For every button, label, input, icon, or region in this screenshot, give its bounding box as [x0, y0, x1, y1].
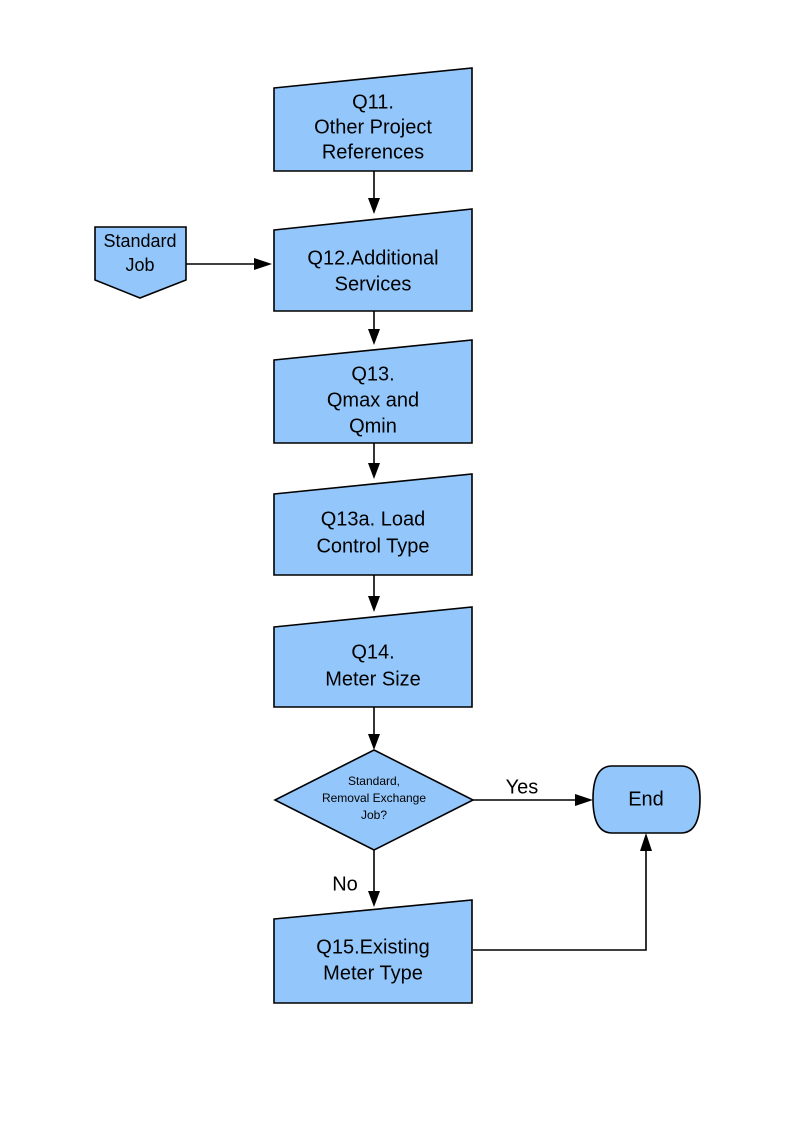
arrow-head-icon: [368, 198, 380, 214]
arrow-head-icon: [575, 794, 593, 806]
node-standard-job-line-2: Job: [125, 255, 154, 275]
connector-q13-to-q13a: [368, 443, 380, 479]
node-decision-line-1: Standard,: [348, 774, 400, 788]
node-q14[interactable]: Q14. Meter Size: [273, 606, 473, 708]
arrow-head-icon: [368, 734, 380, 750]
connector-q12-to-q13: [368, 311, 380, 345]
node-q14-line-1: Q14.: [351, 641, 394, 663]
connector-q14-to-decision: [368, 707, 380, 750]
node-q15-line-2: Meter Type: [323, 962, 423, 984]
node-decision-line-2: Removal Exchange: [322, 791, 426, 805]
node-decision[interactable]: Standard, Removal Exchange Job?: [273, 749, 475, 851]
edge-label-no: No: [332, 873, 358, 895]
node-q11-line-2: Other Project: [314, 116, 432, 138]
node-q13[interactable]: Q13. Qmax and Qmin: [273, 339, 473, 444]
node-q13-line-1: Q13.: [351, 363, 394, 385]
node-q12-line-2: Services: [335, 273, 412, 295]
node-q13a[interactable]: Q13a. Load Control Type: [273, 473, 473, 576]
edge-label-yes: Yes: [506, 776, 539, 798]
node-end[interactable]: End: [592, 765, 701, 834]
node-q14-line-2: Meter Size: [325, 668, 421, 690]
node-q15-line-1: Q15.Existing: [316, 936, 429, 958]
node-q11-line-1: Q11.: [352, 91, 394, 113]
arrow-head-icon: [640, 833, 652, 851]
node-q12-line-1: Q12.Additional: [307, 247, 438, 269]
connector-standardjob-to-q12: [186, 258, 272, 270]
node-q11-line-3: References: [322, 141, 424, 163]
arrow-head-icon: [368, 596, 380, 612]
connector-decision-to-end: [473, 794, 593, 806]
node-q11[interactable]: Q11. Other Project References: [273, 67, 473, 172]
connector-q13a-to-q14: [368, 575, 380, 612]
node-decision-line-3: Job?: [361, 808, 387, 822]
connector-q11-to-q12: [368, 171, 380, 214]
node-q13a-line-1: Q13a. Load: [321, 508, 426, 530]
node-q13-line-3: Qmin: [349, 415, 397, 437]
node-end-label: End: [628, 788, 664, 810]
connector-q15-to-end: [473, 833, 652, 951]
node-q13-line-2: Qmax and: [327, 389, 419, 411]
node-standard-job-line-1: Standard: [103, 231, 176, 251]
arrow-head-icon: [368, 891, 380, 907]
arrow-head-icon: [368, 329, 380, 345]
connector-decision-to-q15: [368, 850, 380, 907]
node-q15[interactable]: Q15.Existing Meter Type: [273, 899, 473, 1004]
node-q12[interactable]: Q12.Additional Services: [273, 208, 473, 312]
arrow-head-icon: [254, 258, 272, 270]
arrow-head-icon: [368, 463, 380, 479]
node-q13a-line-2: Control Type: [316, 535, 429, 557]
node-standard-job[interactable]: Standard Job: [94, 226, 187, 299]
